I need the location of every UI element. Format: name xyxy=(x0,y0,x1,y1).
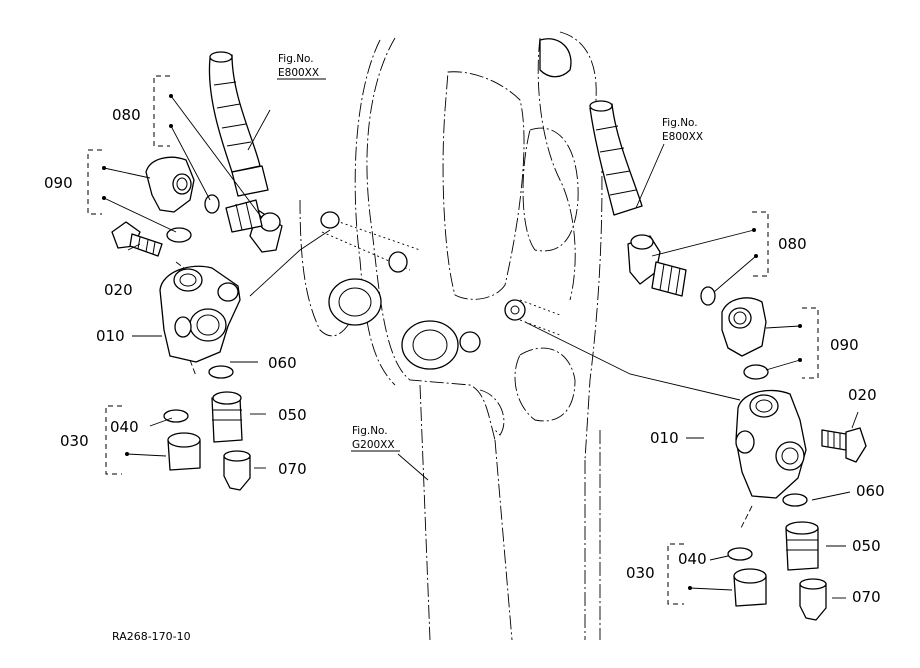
left-lower-parts xyxy=(163,365,251,491)
ref-g200: Fig.No. G200XX xyxy=(351,425,400,452)
left-label-070: 070 xyxy=(278,460,307,478)
right-elbow-090 xyxy=(721,297,769,380)
right-label-070: 070 xyxy=(852,588,881,606)
left-label-010: 010 xyxy=(96,327,125,345)
left-label-090: 090 xyxy=(44,174,73,192)
right-label-080: 080 xyxy=(778,235,807,253)
machine-frame-outline xyxy=(299,31,603,641)
svg-text:Fig.No.: Fig.No. xyxy=(278,53,314,65)
left-leader-lines xyxy=(103,95,331,469)
frame-bosses xyxy=(320,38,572,370)
svg-text:E800XX: E800XX xyxy=(278,67,319,79)
svg-text:E800XX: E800XX xyxy=(662,131,703,143)
left-hose xyxy=(208,51,269,197)
right-label-060: 060 xyxy=(856,482,885,500)
right-label-050: 050 xyxy=(852,537,881,555)
right-lower-parts xyxy=(727,493,827,621)
left-elbow-090 xyxy=(145,156,195,243)
left-bolt-020 xyxy=(111,221,163,257)
left-label-030: 030 xyxy=(60,432,89,450)
left-label-040: 040 xyxy=(110,418,139,436)
right-bolt-020 xyxy=(821,427,867,463)
svg-text:Fig.No.: Fig.No. xyxy=(662,117,698,129)
group-brackets xyxy=(87,75,819,605)
right-leader-lines xyxy=(524,143,859,599)
right-label-020: 020 xyxy=(848,386,877,404)
ref-e800-left: Fig.No. E800XX xyxy=(277,53,326,80)
left-label-020: 020 xyxy=(104,281,133,299)
right-block-010 xyxy=(735,389,807,499)
right-label-010: 010 xyxy=(650,429,679,447)
right-label-030: 030 xyxy=(626,564,655,582)
right-label-040: 040 xyxy=(678,550,707,568)
figure-code: RA268-170-10 xyxy=(112,630,191,643)
svg-text:Fig.No.: Fig.No. xyxy=(352,425,388,437)
ref-e800-right: Fig.No. E800XX xyxy=(662,117,703,143)
left-label-060: 060 xyxy=(268,354,297,372)
svg-text:G200XX: G200XX xyxy=(352,439,395,451)
right-label-090: 090 xyxy=(830,336,859,354)
right-hose xyxy=(589,100,643,216)
right-elbow-fitting-080 xyxy=(627,234,716,306)
left-label-050: 050 xyxy=(278,406,307,424)
left-elbow-fitting-080 xyxy=(204,194,283,253)
left-block-010 xyxy=(159,265,241,363)
g200-leader xyxy=(397,453,429,481)
leader-dots xyxy=(102,94,802,590)
left-label-080: 080 xyxy=(112,106,141,124)
